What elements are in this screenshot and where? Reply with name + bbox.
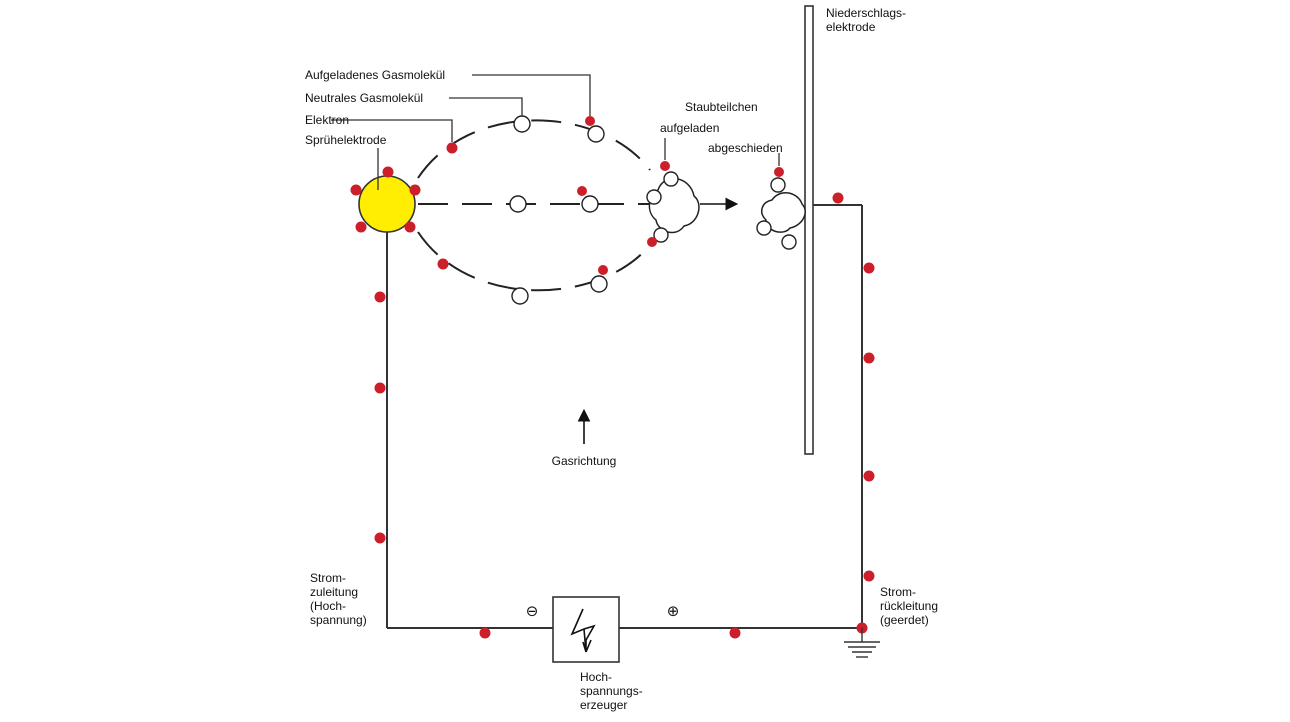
electron (374, 532, 386, 544)
electron (374, 291, 386, 303)
neutral-molecule (513, 115, 531, 133)
high-voltage-generator (552, 596, 620, 663)
electron (437, 258, 449, 270)
electron (863, 570, 875, 582)
dust-particles-label: Staubteilchen (685, 100, 758, 114)
electron (374, 382, 386, 394)
charged-molecule-label: Aufgeladenes Gasmolekül (305, 68, 445, 82)
electron (863, 352, 875, 364)
electron (863, 470, 875, 482)
electron (350, 184, 362, 196)
charged-molecule (590, 275, 608, 293)
return-line-label: Strom- rückleitung (geerdet) (880, 585, 941, 627)
electron (729, 627, 741, 639)
electron (479, 627, 491, 639)
leader-lines (331, 74, 780, 190)
neutral-molecule (511, 287, 529, 305)
minus-symbol: ⊖ (526, 602, 539, 620)
electron-label: Elektron (305, 113, 349, 127)
gas-direction-label: Gasrichtung (552, 454, 617, 468)
electron (832, 192, 844, 204)
electron (585, 116, 595, 126)
deposited-label: abgeschieden (708, 141, 783, 155)
dust-particle-charged (646, 161, 700, 247)
spray-electrode-label: Sprühelektrode (305, 133, 387, 147)
particle-paths (417, 119, 651, 292)
collector-electrode-label: Niederschlags- elektrode (826, 6, 909, 34)
generator-label: Hoch- spannungs- erzeuger (580, 670, 646, 712)
charged-molecule (581, 195, 599, 213)
supply-line-label: Strom- zuleitung (Hoch- spannung) (310, 571, 367, 627)
electron (446, 142, 458, 154)
neutral-molecule (509, 195, 527, 213)
electrons-spray (350, 166, 421, 233)
charged-label: aufgeladen (660, 121, 719, 135)
neutral-molecule-label: Neutrales Gasmolekül (305, 91, 423, 105)
electron (382, 166, 394, 178)
electron (404, 221, 416, 233)
electron (409, 184, 421, 196)
plus-symbol: ⊕ (667, 602, 680, 620)
electron (355, 221, 367, 233)
electron (577, 186, 587, 196)
gas-molecules (437, 115, 608, 305)
collector-electrode (804, 5, 814, 455)
charged-molecule (587, 125, 605, 143)
circuit-wires (386, 204, 863, 629)
electrons-circuit (374, 192, 875, 639)
lightning-bolt-icon (570, 608, 596, 653)
dust-particle-deposited (756, 167, 806, 250)
electron (863, 262, 875, 274)
ground-icon (844, 628, 880, 658)
electron (598, 265, 608, 275)
